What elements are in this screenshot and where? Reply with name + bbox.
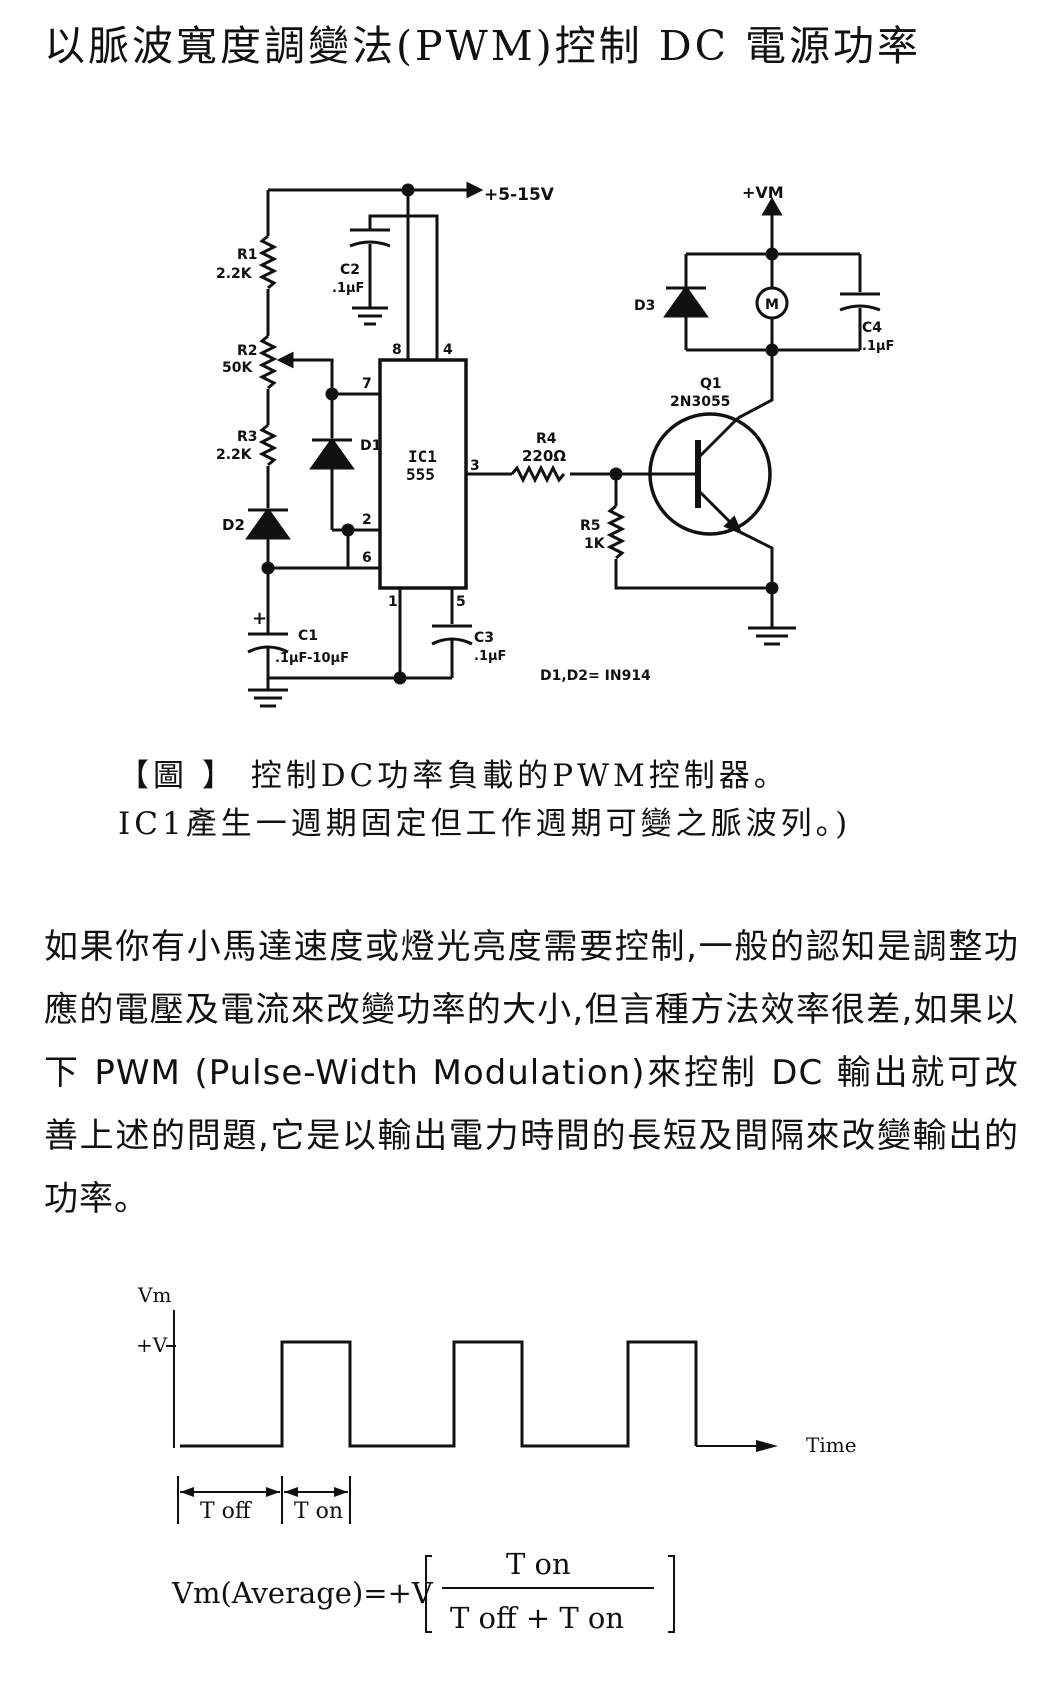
d3-label: D3 [634, 298, 655, 314]
r4-label: R4 [536, 431, 557, 447]
pin1-label: 1 [388, 594, 398, 610]
r2-resistor [258, 334, 278, 390]
r2-value: 50K [222, 360, 253, 376]
c1-capacitor [247, 632, 289, 654]
r3-label: R3 [237, 429, 258, 445]
body-paragraph: 如果你有小馬達速度或燈光亮度需要控制,一般的認知是調整功應的電壓及電流來改變功率… [44, 927, 1019, 1219]
pin4-label: 4 [443, 342, 453, 358]
r1-resistor [258, 234, 278, 290]
waveform-y-label: Vm [137, 1283, 171, 1307]
c2-label: C2 [340, 262, 360, 278]
t-off-label: T off [200, 1499, 252, 1524]
r2-wiper-arrow [276, 351, 294, 369]
formula-right-bracket [668, 1555, 675, 1633]
r4-value: 220Ω [522, 447, 566, 465]
formula-denominator: T off + T on [450, 1601, 624, 1635]
collector-wire [737, 350, 774, 420]
q1-label: Q1 [700, 376, 722, 392]
emitter-wire [739, 530, 774, 588]
d1-diode [309, 437, 355, 470]
r5-value: 1K [584, 536, 606, 552]
r3-value: 2.2K [216, 447, 253, 463]
vm-label: +VM [742, 183, 784, 202]
caption-line-1: 【圖 】 控制DC功率負載的PWM控制器。 [118, 758, 789, 794]
waveform-time-arrow [756, 1440, 778, 1452]
q1-transistor [648, 412, 772, 536]
c1-plus: + [252, 608, 267, 629]
pin8-label: 8 [392, 342, 402, 358]
c3-capacitor [431, 624, 473, 646]
formula-numerator: T on [506, 1547, 571, 1581]
pin6-label: 6 [362, 550, 372, 566]
pin7-label: 7 [362, 376, 372, 392]
c2-value: .1µF [332, 281, 364, 296]
r5-bottom-wire [614, 559, 772, 590]
c1-value: .1µF-10µF [275, 651, 349, 666]
ic1-part: 555 [406, 465, 435, 484]
junction-ground [393, 671, 407, 685]
ground-3 [748, 626, 796, 646]
r5-label: R5 [580, 518, 601, 534]
caption-line-2: IC1產生一週期固定但工作週期可變之脈波列。) [118, 806, 852, 842]
vm-arrow [761, 196, 783, 216]
formula-lhs: Vm(Average)=+V [171, 1576, 434, 1610]
c2-wire [368, 190, 410, 230]
pwm-waveform: Vm +V Time T off T on Vm(Average)=+V T o… [136, 1283, 857, 1635]
page-title: 以脈波寬度調變法(PWM)控制 DC 電源功率 [44, 22, 922, 70]
ground-1 [248, 688, 288, 708]
pin5-label: 5 [456, 594, 466, 610]
r2-label: R2 [237, 343, 258, 359]
c2-capacitor [349, 228, 391, 248]
pin3-label: 3 [470, 458, 480, 474]
ground-2 [352, 306, 388, 326]
q1-collector [698, 416, 740, 458]
q1-emitter-arrow [723, 515, 743, 535]
r5-resistor [606, 504, 626, 560]
r1-value: 2.2K [216, 266, 253, 282]
c3-label: C3 [474, 630, 494, 646]
c4-value: .1µF [862, 339, 894, 354]
c4-label: C4 [862, 320, 882, 336]
pin2-label: 2 [362, 512, 372, 528]
d2-diode [245, 507, 291, 540]
c1-label: C1 [298, 628, 318, 644]
waveform-x-label: Time [806, 1433, 857, 1457]
ic1-label: IC1 [408, 447, 437, 466]
d2-label: D2 [222, 516, 245, 534]
waveform-signal [180, 1340, 698, 1448]
d1-label: D1 [360, 438, 381, 454]
c4-capacitor [839, 292, 881, 312]
r4-resistor [510, 464, 566, 484]
c3-value: .1µF [474, 649, 506, 664]
r2-wiper [280, 358, 334, 394]
pin4-wire [408, 214, 439, 360]
formula-left-bracket [425, 1555, 432, 1633]
r3-resistor [258, 423, 278, 467]
supply-arrow [466, 181, 484, 199]
pwm-circuit-schematic: +5-15V R1 2.2K R2 50K R3 2.2K D2 + C1 .1… [216, 181, 894, 708]
figure-caption: 【圖 】 控制DC功率負載的PWM控制器。 IC1產生一週期固定但工作週期可變之… [118, 752, 851, 848]
r1-label: R1 [237, 247, 258, 263]
t-on-label: T on [294, 1499, 343, 1524]
supply-label: +5-15V [484, 185, 555, 205]
t-on-arrows [284, 1487, 348, 1497]
q1-part: 2N3055 [670, 394, 730, 410]
diode-note: D1,D2= IN914 [540, 668, 651, 684]
dimension-ticks [177, 1476, 351, 1524]
motor-label: M [765, 297, 779, 313]
motor-symbol [755, 286, 789, 320]
waveform-level-label: +V [136, 1333, 168, 1357]
d3-diode [663, 285, 709, 318]
